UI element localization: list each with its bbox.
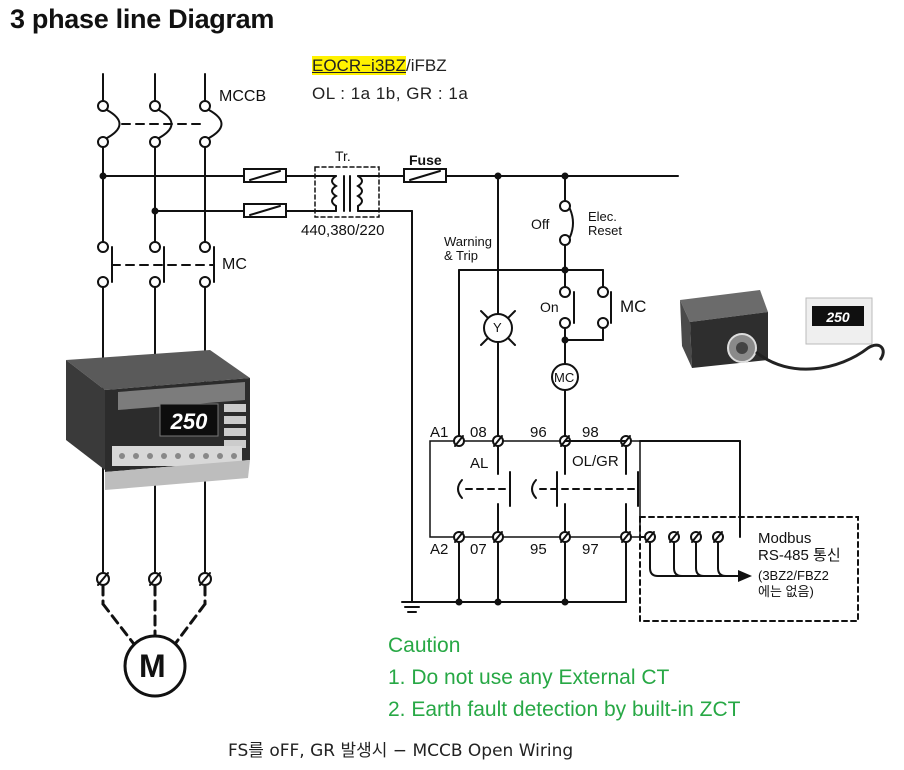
al-label: AL — [470, 455, 489, 472]
model-highlight: EOCR−i3BZ — [312, 56, 406, 75]
motor-label: M — [139, 648, 166, 684]
mc-aux-label: MC — [620, 297, 647, 316]
ol-gr-label: OL/GR — [572, 453, 619, 470]
caution-heading: Caution — [388, 634, 461, 657]
warning-lamp — [480, 310, 516, 346]
product-photo: 250 — [680, 290, 885, 371]
mccb-label: MCCB — [219, 88, 267, 105]
off-button — [559, 200, 574, 246]
mc-main-contacts — [97, 241, 215, 288]
motor-leads — [101, 584, 207, 650]
terminal-a1: A1 — [430, 424, 449, 441]
transformer — [314, 166, 380, 218]
mc-main-label: MC — [222, 256, 247, 273]
terminal-a2: A2 — [430, 541, 449, 558]
off-label: Off — [531, 216, 550, 232]
page-title: 3 phase line Diagram — [10, 4, 275, 34]
mc-aux-contact — [597, 286, 612, 329]
lamp-label: Y — [493, 320, 502, 335]
on-button — [559, 286, 575, 329]
modbus-box — [639, 516, 859, 622]
on-label: On — [540, 299, 559, 315]
caution-item-2: 2. Earth fault detection by built-in ZCT — [388, 698, 741, 721]
transformer-label: Tr. — [335, 148, 351, 164]
caution-item-1: 1. Do not use any External CT — [388, 666, 670, 689]
relay-device-image: 250 — [66, 350, 250, 490]
ol-gr-contacts — [531, 445, 639, 533]
terminal-95: 95 — [530, 541, 547, 558]
svg-text:250: 250 — [825, 309, 850, 325]
model-suffix: /iFBZ — [406, 56, 447, 75]
warning-trip-label: Warning& Trip — [444, 234, 492, 263]
relay-terminal-block — [429, 435, 641, 543]
elec-reset-label: Elec.Reset — [588, 209, 622, 238]
terminal-08: 08 — [470, 424, 487, 441]
coil-label: MC — [554, 370, 575, 385]
footer-note: FS를 oFF, GR 발생시 − MCCB Open Wiring — [228, 741, 574, 761]
al-contact — [457, 445, 511, 533]
relay-display-value: 250 — [170, 409, 208, 434]
fuse-label: Fuse — [409, 152, 442, 168]
mccb-breaker — [106, 109, 223, 139]
ground-symbol — [401, 601, 423, 613]
terminal-98: 98 — [582, 424, 599, 441]
voltage-label: 440,380/220 — [301, 222, 385, 239]
model-name: EOCR−i3BZ/iFBZ — [312, 56, 447, 76]
terminal-07: 07 — [470, 541, 487, 558]
contact-spec: OL : 1a 1b, GR : 1a — [312, 84, 469, 103]
modbus-arrow — [738, 570, 752, 582]
motor-circle — [123, 634, 187, 698]
phase-lines — [97, 73, 211, 148]
terminal-96: 96 — [530, 424, 547, 441]
terminal-97: 97 — [582, 541, 599, 558]
motor-terminals — [96, 572, 212, 586]
